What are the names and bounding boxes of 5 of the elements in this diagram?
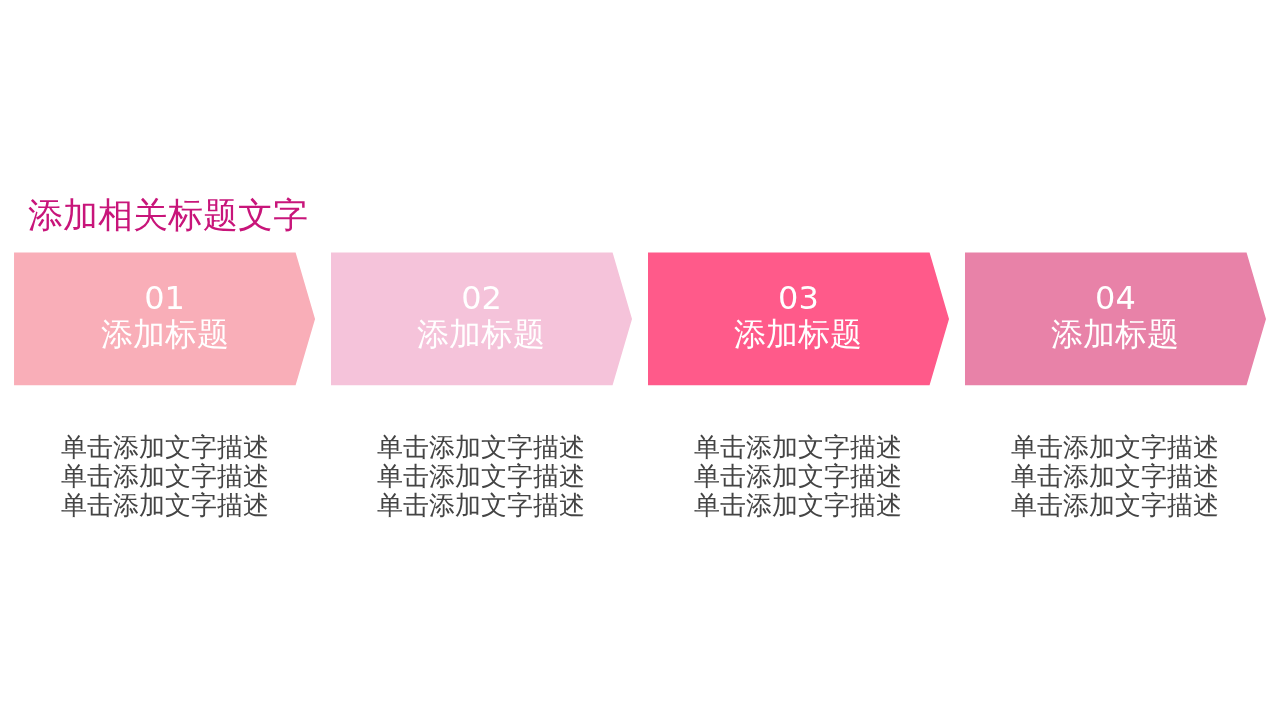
node-label: 单击添加文字描述单击添加文字描述单击添加文字描述: [60, 431, 269, 520]
node-label: 单击添加文字描述单击添加文字描述单击添加文字描述: [377, 431, 586, 520]
node-label: 单击添加文字描述单击添加文字描述单击添加文字描述: [694, 431, 903, 520]
node-label: 单击添加文字描述单击添加文字描述单击添加文字描述: [1011, 431, 1220, 520]
diagram-title: 添加相关标题文字: [27, 193, 308, 235]
